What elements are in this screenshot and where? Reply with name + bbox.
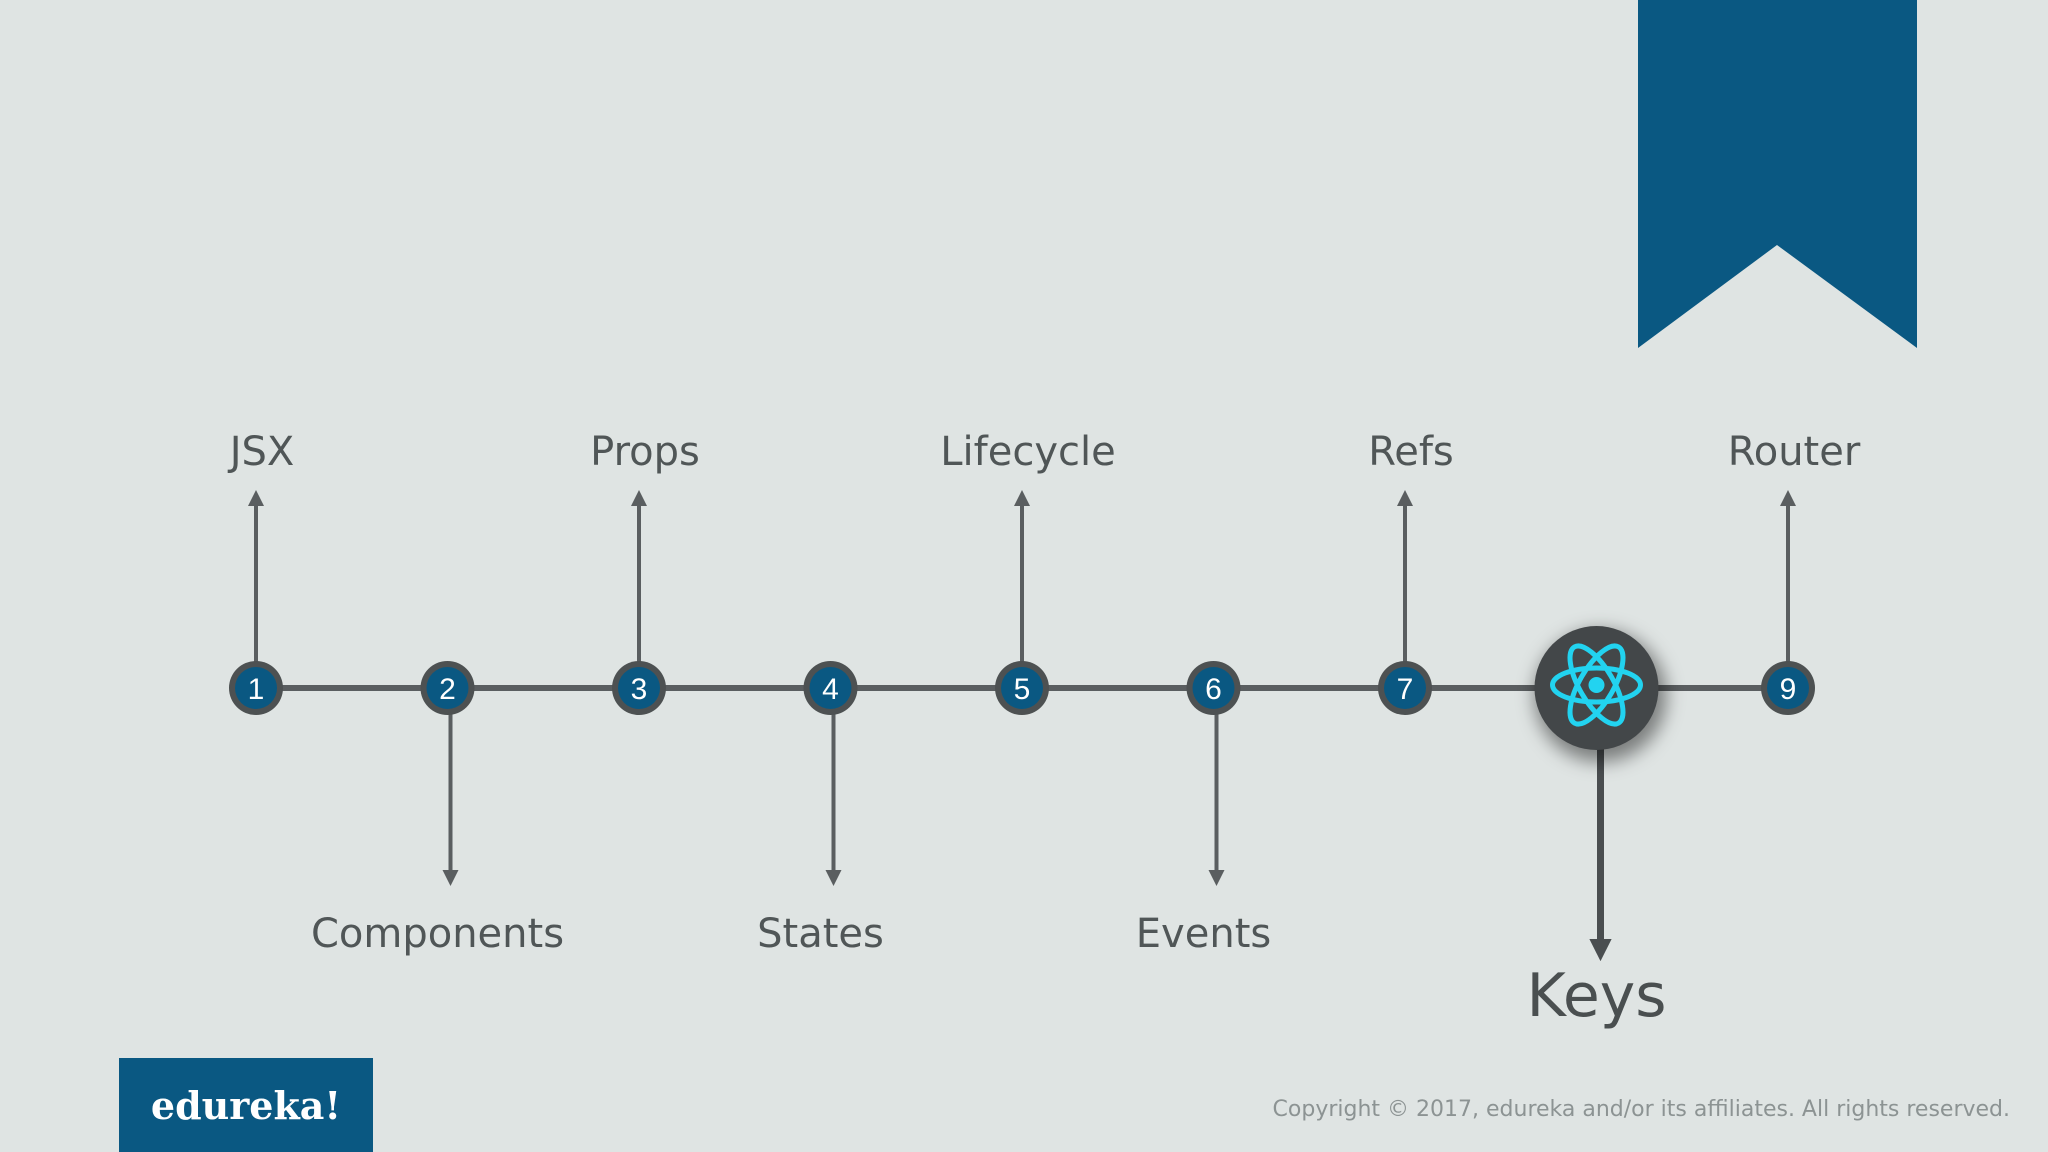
node-6	[1192, 667, 1235, 709]
node-number: 3	[631, 673, 648, 706]
node-1	[235, 667, 277, 709]
node-number: 6	[1205, 673, 1222, 706]
node-number: 2	[439, 673, 456, 706]
node-2	[426, 667, 469, 709]
copyright-text: Copyright © 2017, edureka and/or its aff…	[1272, 1097, 2010, 1122]
label-states: States	[757, 911, 884, 957]
node-number: 7	[1397, 673, 1414, 706]
node-7	[1384, 667, 1426, 709]
node-5	[1001, 667, 1043, 709]
node-number: 1	[248, 673, 265, 706]
node-number: 9	[1780, 673, 1797, 706]
node-9	[1767, 667, 1809, 709]
label-refs: Refs	[1368, 429, 1454, 475]
node-number: 4	[822, 673, 839, 706]
label-lifecycle: Lifecycle	[940, 429, 1116, 475]
node-4	[809, 667, 852, 709]
node-number: 5	[1014, 673, 1031, 706]
label-router: Router	[1727, 429, 1861, 475]
label-components: Components	[310, 911, 565, 957]
label-events: Events	[1135, 911, 1272, 957]
label-jsx: JSX	[229, 429, 295, 475]
logo-text: edureka!	[150, 1082, 342, 1128]
react-logo-icon	[1550, 643, 1643, 727]
label-props: Props	[590, 429, 700, 475]
node-3	[618, 667, 660, 709]
edureka-logo: edureka!	[119, 1058, 373, 1152]
bookmark-ribbon	[1638, 0, 1917, 348]
label-keys: Keys	[1526, 961, 1667, 1031]
